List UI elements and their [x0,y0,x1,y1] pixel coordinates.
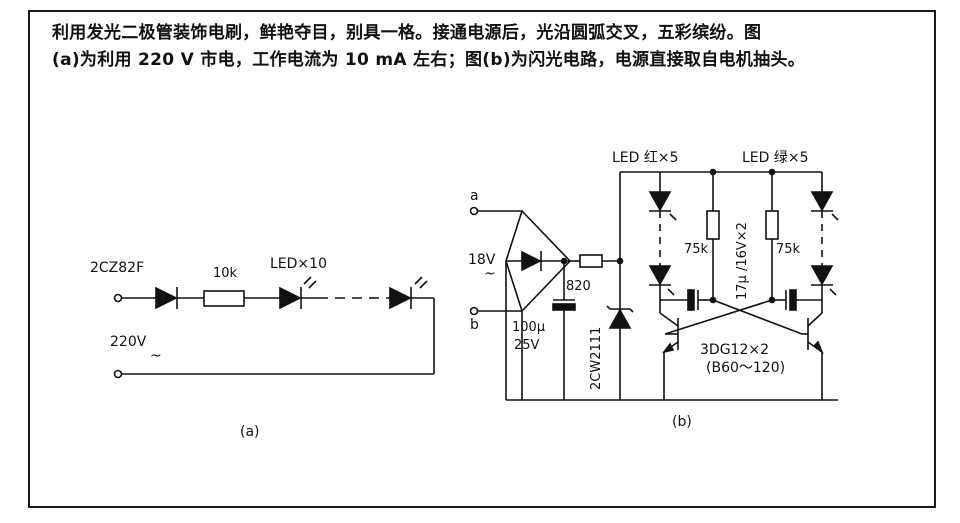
description-line-2: (a)为利用 220 V 市电，工作电流为 10 mA 左右；图(b)为闪光电路… [52,50,805,70]
led-green-bottom [810,265,837,296]
resistor-left-label: 75k [684,242,709,257]
transistor-right [802,312,824,355]
circuit-a: 2CZ82F 10k LED×10 220V ~ (a) [90,256,435,440]
terminal-b-label: b [470,317,479,333]
timing-capacitor-left [687,289,699,311]
cap-pair-label: 17μ /16V×2 [735,222,750,300]
zener-diode [606,305,634,329]
led-green-top [810,191,839,221]
transistor-left [659,312,679,354]
led-red-bottom [648,265,675,296]
led-red-label: LED 红×5 [612,150,679,166]
led-count-label: LED×10 [270,256,327,272]
description-line-1: 利用发光二极管装饰电刷，鲜艳夺目，别具一格。接通电源后，光沿圆弧交叉，五彩缤纷。… [52,23,762,43]
transistor-beta-label: (B60～120) [706,360,785,376]
terminal-a-bottom [113,369,123,379]
resistor-label: 10k [213,266,238,281]
rectifier-diode [155,286,178,310]
diode-label: 2CZ82F [90,260,144,276]
resistor-75k-right [765,210,779,240]
resistor-820 [579,254,603,268]
ac-symbol: ~ [150,348,162,364]
filter-capacitor [552,299,576,311]
transistor-label: 3DG12×2 [700,342,769,358]
resistor-820-label: 820 [566,279,591,294]
terminal-b-a [469,206,479,216]
bridge-rectifier [505,209,572,313]
caption-b: (b) [672,414,692,430]
led-first [279,276,317,310]
ac-voltage-label: 18V [468,252,496,268]
voltage-label: 220V [110,334,147,350]
led-red-top [648,191,677,221]
capacitor-value-label: 100μ [512,320,545,335]
terminal-b-b [469,306,479,316]
caption-a: (a) [240,424,260,440]
figure-frame [28,10,936,508]
led-last [389,276,428,310]
zener-label: 2CW2111 [589,327,604,390]
ac-symbol-b: ~ [484,266,496,282]
resistor-right-label: 75k [776,242,801,257]
circuit-b: a b 18V ~ 820 100μ 25V [468,150,839,430]
resistor-75k-left [706,210,720,240]
terminal-a-top [113,293,123,303]
capacitor-voltage-label: 25V [514,338,540,353]
timing-capacitor-right [785,289,797,311]
resistor-10k [203,290,245,307]
terminal-a-label: a [470,188,479,204]
description-text: 利用发光二极管装饰电刷，鲜艳夺目，别具一格。接通电源后，光沿圆弧交叉，五彩缤纷。… [52,20,922,74]
led-green-label: LED 绿×5 [742,150,809,166]
